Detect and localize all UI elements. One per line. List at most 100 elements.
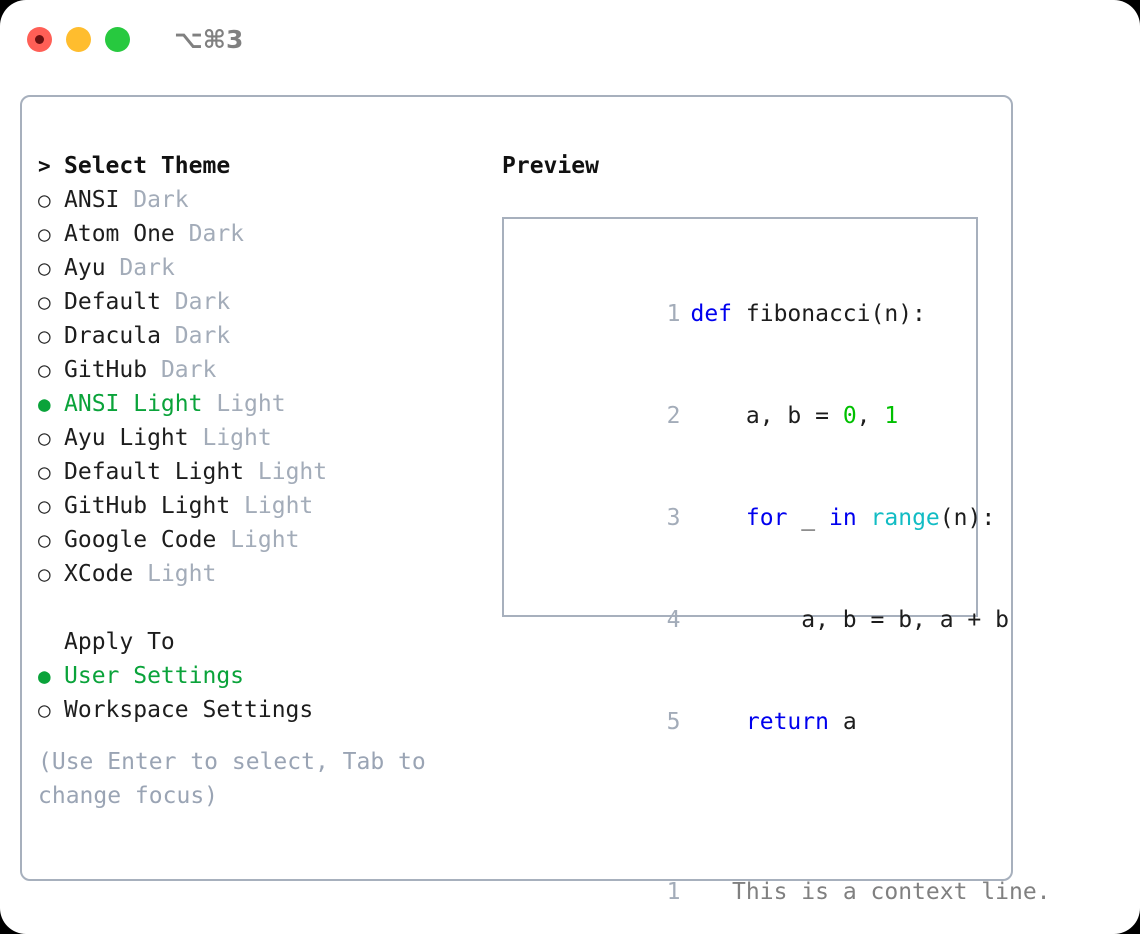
apply-to-option-label: User Settings [64,663,245,689]
apply-to-label: Apply To [64,629,175,655]
theme-selector-pane: > Select Theme ○ ANSI Dark ○ Atom One Da… [38,149,478,813]
radio-unselected-icon: ○ [38,256,51,280]
diff-text: This is a context line. [704,879,1051,905]
theme-name: Dracula [64,323,161,349]
code-token: 0 [842,403,857,429]
radio-unselected-icon: ○ [38,222,51,246]
theme-name: XCode [64,561,134,587]
line-number: 1 [666,879,681,905]
code-token: , [856,403,885,429]
code-line: 2 a, b = 0, 1 [516,365,976,467]
code-line: 4 a, b = b, a + b [516,569,1009,671]
theme-category: Light [147,561,217,587]
radio-unselected-icon: ○ [38,528,51,552]
keyboard-hint-text: (Use Enter to select, Tab to change focu… [38,749,440,809]
code-token: _ [787,505,829,531]
preview-pane: Preview 1 def fibonacci(n): 2 a, b = 0, 1… [502,149,1051,905]
theme-name: GitHub Light [64,493,231,519]
line-number: 5 [666,709,681,735]
code-token: a, b = [690,403,843,429]
theme-list-item[interactable]: ○ Ayu Light Light [38,421,478,455]
code-blank-line [516,773,976,807]
line-number: 3 [666,505,681,531]
radio-unselected-icon: ○ [38,290,51,314]
radio-unselected-icon: ○ [38,494,51,518]
line-number: 2 [666,403,681,429]
theme-name: Ayu [64,255,106,281]
code-token: (n): [939,505,996,531]
theme-list-item[interactable]: ○ Google Code Light [38,523,478,557]
radio-unselected-icon: ○ [38,358,51,382]
code-token: a, b = b, a + b [690,607,1009,633]
theme-list-item[interactable]: ○ Default Light Light [38,455,478,489]
theme-category: Dark [174,323,231,349]
code-line: 5 return a [516,671,976,773]
line-number: 4 [666,607,681,633]
cursor-arrow-icon: > [38,154,51,178]
preview-title: Preview [502,153,599,179]
theme-name: Atom One [64,221,175,247]
radio-unselected-icon: ○ [38,426,51,450]
window-titlebar: ⌥⌘3 [0,0,1140,78]
theme-category: Dark [119,255,175,281]
zoom-window-button[interactable] [105,26,130,52]
apply-to-section-label: ○ Apply To [38,625,478,659]
theme-name: Google Code [64,527,217,553]
code-token: def [690,301,733,327]
code-token [690,505,745,531]
theme-category: Light [202,425,272,451]
close-window-button[interactable] [27,26,52,52]
theme-list-item[interactable]: ○ ANSI Dark [38,183,478,217]
radio-unselected-icon: ○ [38,188,51,212]
apply-to-option-user[interactable]: ● User Settings [38,659,478,693]
minimize-window-button[interactable] [66,26,91,52]
radio-selected-icon: ● [38,392,51,416]
theme-list-item[interactable]: ○ XCode Light [38,557,478,591]
theme-name: Default Light [64,459,245,485]
traffic-lights [27,26,130,52]
theme-category: Light [230,527,300,553]
apply-to-option-workspace[interactable]: ○ Workspace Settings [38,693,478,727]
theme-list-item[interactable]: ○ GitHub Dark [38,353,478,387]
theme-list-item[interactable]: ○ Ayu Dark [38,251,478,285]
radio-unselected-icon: ○ [38,324,51,348]
code-blank-line [516,807,976,841]
diff-marker [690,879,704,905]
code-token [857,505,871,531]
code-token: in [828,505,857,531]
close-icon [35,34,44,44]
apply-to-option-label: Workspace Settings [64,697,314,723]
line-number: 1 [666,301,681,327]
theme-category: Light [244,493,314,519]
theme-list-item[interactable]: ○ Default Dark [38,285,478,319]
code-token [690,709,745,735]
theme-category: Dark [188,221,245,247]
diff-line-context: 1 This is a context line. [516,841,1051,934]
radio-selected-icon: ● [38,664,51,688]
theme-list-item[interactable]: ○ GitHub Light Light [38,489,478,523]
code-line: 1 def fibonacci(n): [516,263,976,365]
code-token: return [745,709,829,735]
code-token: range [870,505,940,531]
radio-unselected-icon: ○ [38,460,51,484]
blank-marker-icon: ○ [38,625,64,659]
preview-box: 1 def fibonacci(n): 2 a, b = 0, 1 3 for _… [502,217,1051,905]
theme-category: Dark [133,187,189,213]
main-panel: > Select Theme ○ ANSI Dark ○ Atom One Da… [20,95,1051,905]
theme-list-item-selected[interactable]: ● ANSI Light Light [38,387,478,421]
theme-category: Dark [174,289,231,315]
radio-unselected-icon: ○ [38,562,51,586]
theme-name: Default [64,289,161,315]
theme-list-item[interactable]: ○ Atom One Dark [38,217,478,251]
theme-name: ANSI [64,187,120,213]
theme-category: Dark [160,357,217,383]
code-line: 3 for _ in range(n): [516,467,996,569]
code-token: fibonacci(n): [732,301,926,327]
list-spacer [38,591,478,625]
theme-list-item[interactable]: ○ Dracula Dark [38,319,478,353]
keyboard-shortcut-label: ⌥⌘3 [174,24,244,54]
code-token: a [828,709,857,735]
radio-unselected-icon: ○ [38,698,51,722]
theme-list-header-label: Select Theme [64,153,231,179]
